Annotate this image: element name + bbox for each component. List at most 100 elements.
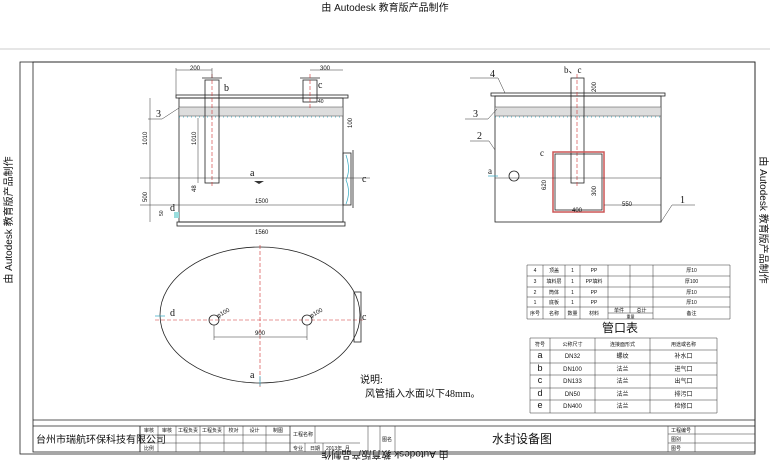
company-name: 台州市瑞航环保科技有限公司 [36, 433, 166, 446]
side-view: b、c 4 3 2 1 c a 200 620 300 400 550 [465, 65, 695, 223]
parts-cell: PP [591, 268, 598, 274]
nozzle-cell: DN50 [565, 392, 581, 398]
dim-500: 500 [143, 191, 149, 202]
parts-cell: 顶盖 [549, 267, 559, 274]
date-label: 日期 [310, 446, 320, 452]
dim-40: 40 [318, 99, 324, 105]
dim-phi-1: φ100 [216, 307, 232, 319]
parts-cell: 4 [534, 268, 537, 274]
plan-label-d: d [170, 308, 175, 319]
date-value: 2013年_月 [326, 445, 350, 452]
plan-label-c: c [362, 312, 367, 323]
nozzle-cell: 进气口 [674, 365, 692, 373]
watermark-left: 由 Autodesk 教育版产品制作 [2, 156, 15, 283]
nozzle-cell: DN100 [563, 367, 582, 373]
parts-cell: 厚10 [686, 290, 697, 296]
nozzle-cell: d [537, 388, 542, 398]
front-label-c: c [318, 80, 323, 91]
parts-cell: 1 [571, 268, 574, 274]
dim-side-300: 300 [592, 185, 598, 196]
side-label-bc: b、c [564, 65, 582, 75]
role-label: 工程负责 [202, 427, 222, 434]
dim-phi-2: φ100 [309, 307, 325, 319]
plan-label-a: a [250, 370, 255, 381]
parts-cell: PP [591, 300, 598, 306]
parts-cell: 厚10 [686, 268, 697, 274]
parts-cell: 筒体 [549, 289, 559, 296]
parts-cell: PP填料 [586, 278, 603, 285]
front-label-d: d [170, 203, 175, 214]
parts-cell: 1 [571, 290, 574, 296]
parts-weight-label: 重量 [627, 313, 635, 319]
role-label: 制图 [273, 427, 283, 434]
project-label: 工程名称 [293, 431, 313, 438]
parts-cell: 1 [534, 300, 537, 306]
nozzle-cell: b [537, 363, 542, 373]
nozzle-cell: e [537, 400, 542, 410]
nozzle-cell: DN32 [565, 354, 581, 360]
plan-view: d c a φ100 φ100 900 [155, 245, 367, 388]
front-label-b: b [224, 83, 229, 94]
nozzle-cell: 法兰 [616, 365, 628, 373]
side-label-3: 3 [473, 109, 478, 120]
role-label: 校对 [228, 427, 238, 434]
parts-cell: 厚100 [685, 279, 699, 285]
watermark-top: 由 Autodesk 教育版产品制作 [321, 1, 448, 14]
parts-cell: 1 [571, 300, 574, 306]
project-number-label: 工程编号 [671, 427, 691, 434]
dim-300: 300 [320, 66, 331, 72]
watermark-right: 由 Autodesk 教育版产品制作 [757, 156, 770, 283]
role-label: 工程负责 [178, 427, 198, 434]
side-label-1: 1 [680, 195, 685, 206]
side-label-a: a [488, 166, 492, 176]
dim-900: 900 [255, 331, 266, 337]
nozzle-cell: 螺纹 [616, 352, 628, 360]
dim-48: 48 [192, 185, 198, 192]
parts-cell: 底板 [549, 299, 559, 306]
parts-cell: 3 [534, 279, 537, 285]
front-label-a: a [250, 168, 255, 179]
role-label: 审核 [144, 427, 154, 434]
dim-200: 200 [190, 66, 201, 72]
side-label-c: c [540, 148, 544, 158]
drawing-title: 水封设备图 [492, 432, 552, 446]
front-label-3: 3 [156, 109, 161, 120]
dim-side-620: 620 [542, 179, 548, 190]
nozzle-cell: 出气口 [674, 377, 692, 385]
nozzle-cell: 检修口 [674, 402, 692, 410]
drawing-type-label: 图别 [671, 436, 681, 443]
role-label: 审核 [162, 427, 172, 434]
dim-1500: 1500 [255, 199, 269, 205]
parts-header-cell: 总计 [636, 307, 646, 314]
nozzle-header-cell: 公称尺寸 [562, 341, 582, 348]
title-block: 台州市瑞航环保科技有限公司 审核审核工程负责工程负责校对设计制图比例 工程名称 … [33, 419, 755, 452]
nozzle-header-cell: 符号 [535, 341, 545, 348]
parts-header-cell: 材料 [589, 310, 599, 317]
parts-cell: 填料层 [546, 278, 561, 285]
drawing-number-label: 图号 [671, 446, 681, 452]
dim-1010: 1010 [143, 131, 149, 145]
nozzle-cell: 法兰 [616, 390, 628, 398]
nozzle-cell: DN400 [563, 404, 582, 410]
inner-frame [32, 61, 756, 453]
specialty-label: 专业 [293, 445, 303, 452]
dim-50: 50 [159, 210, 165, 216]
parts-header-cell: 数量 [567, 310, 577, 317]
role-label: 设计 [249, 427, 259, 434]
nozzle-table-title: 管口表 [602, 320, 638, 335]
note-title: 说明: [360, 373, 383, 386]
nozzle-cell: 排污口 [674, 390, 692, 398]
dim-side-200: 200 [592, 81, 598, 92]
parts-cell: 2 [534, 290, 537, 296]
dim-1010b: 1010 [192, 131, 198, 145]
nozzle-cell: c [538, 375, 543, 385]
nozzle-cell: 补水口 [674, 352, 692, 360]
nozzle-cell: DN133 [563, 379, 582, 385]
note-text: 风管插入水面以下48mm。 [365, 387, 481, 400]
parts-cell: 厚10 [686, 300, 697, 306]
side-label-4: 4 [490, 69, 495, 80]
parts-header-cell: 序号 [530, 310, 540, 317]
front-label-c-out: c [362, 174, 367, 185]
